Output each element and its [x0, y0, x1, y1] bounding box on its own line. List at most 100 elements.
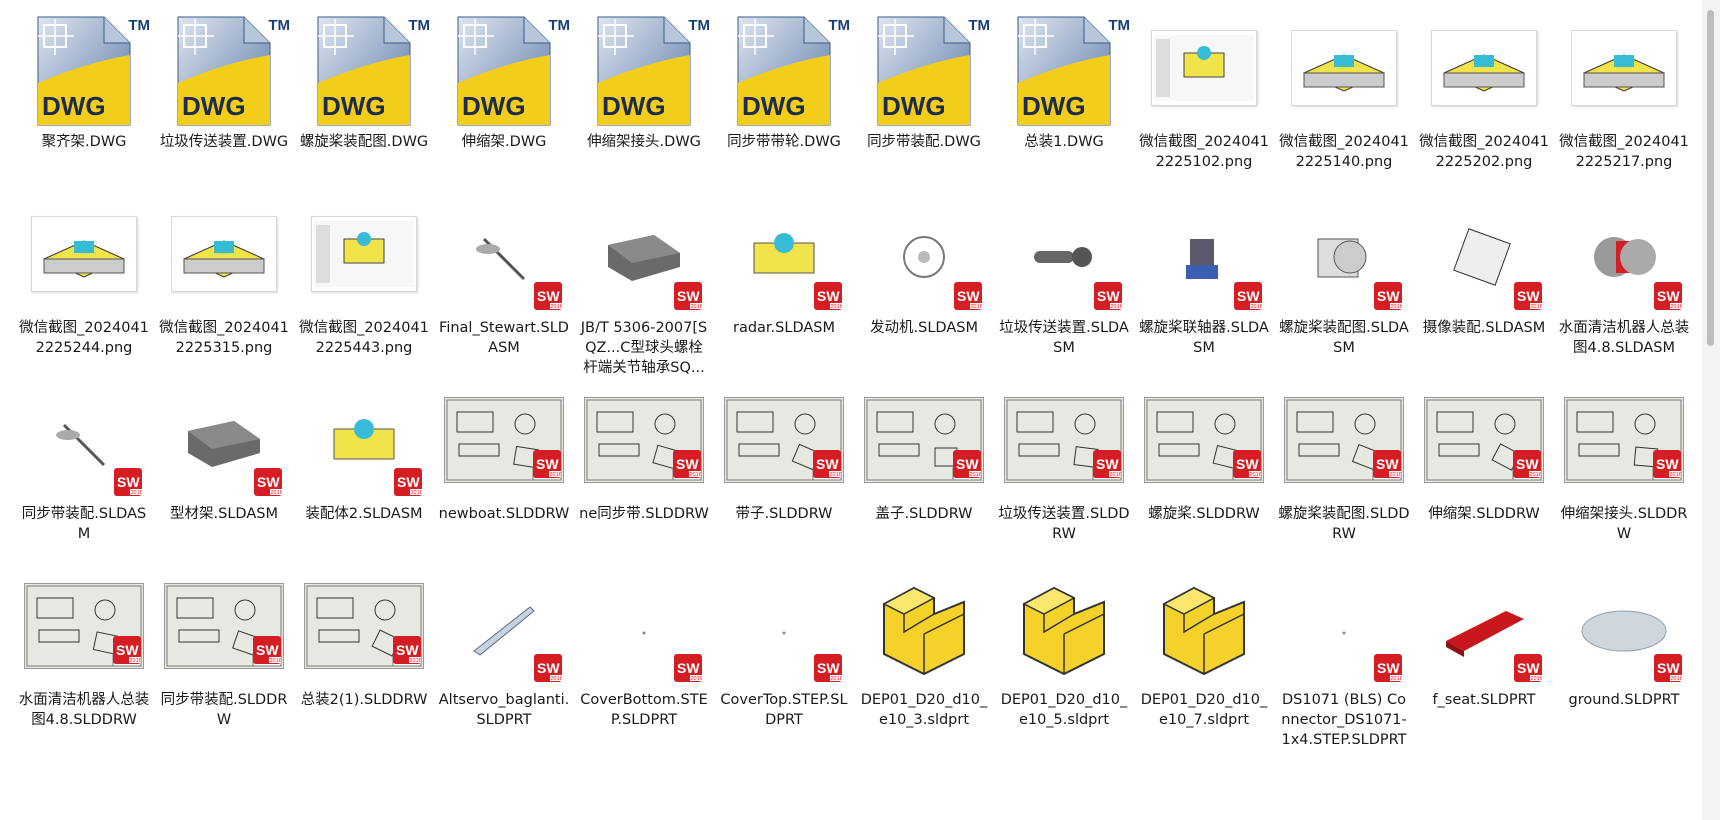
- file-item[interactable]: 微信截图_20240412225315.png: [154, 194, 294, 380]
- file-name: f_seat.SLDPRT: [1432, 692, 1536, 708]
- file-name: 螺旋桨装配图.SLDDRW: [1278, 506, 1410, 542]
- trademark-mark: TM: [128, 17, 150, 34]
- svg-text:SW: SW: [1376, 456, 1399, 472]
- file-name: 微信截图_20240412225217.png: [1559, 134, 1689, 170]
- image-thumbnail: [304, 194, 424, 314]
- svg-text:SW: SW: [1656, 456, 1679, 472]
- file-item[interactable]: DEP01_D20_d10_e10_7.sldprt: [1134, 566, 1274, 752]
- dwg-file-icon: DWG TM: [34, 15, 150, 127]
- file-name: CoverTop.STEP.SLDPRT: [720, 692, 848, 728]
- svg-text:DWG: DWG: [602, 91, 666, 121]
- svg-text:DWG: DWG: [322, 91, 386, 121]
- svg-text:2016: 2016: [831, 304, 843, 310]
- svg-text:2016: 2016: [1531, 676, 1543, 682]
- file-item[interactable]: DEP01_D20_d10_e10_3.sldprt: [854, 566, 994, 752]
- file-item[interactable]: 微信截图_20240412225217.png: [1554, 8, 1694, 194]
- trademark-mark: TM: [1108, 17, 1130, 34]
- file-name: DEP01_D20_d10_e10_7.sldprt: [1140, 692, 1268, 728]
- file-item[interactable]: DEP01_D20_d10_e10_5.sldprt: [994, 566, 1134, 752]
- svg-text:2016: 2016: [1671, 304, 1683, 310]
- file-item[interactable]: 微信截图_20240412225244.png: [14, 194, 154, 380]
- svg-text:2016: 2016: [1670, 472, 1682, 478]
- svg-text:DWG: DWG: [1022, 91, 1086, 121]
- file-name: JB/T 5306-2007[SQZ...C型球头螺栓杆端关节轴承SQ...: [580, 320, 708, 376]
- file-item[interactable]: 微信截图_20240412225443.png: [294, 194, 434, 380]
- svg-text:2016: 2016: [1251, 304, 1263, 310]
- file-item[interactable]: 微信截图_20240412225140.png: [1274, 8, 1414, 194]
- svg-text:SW: SW: [397, 474, 420, 490]
- file-name: 总装1.DWG: [1024, 134, 1104, 150]
- image-thumbnail: [164, 194, 284, 314]
- svg-text:2016: 2016: [130, 658, 142, 664]
- svg-text:2016: 2016: [691, 304, 703, 310]
- file-item[interactable]: DWG TM 总装1.DWG: [994, 8, 1134, 194]
- svg-text:DWG: DWG: [42, 91, 106, 121]
- svg-text:SW: SW: [677, 288, 700, 304]
- file-name: 螺旋桨.SLDDRW: [1148, 506, 1260, 522]
- svg-text:2016: 2016: [1391, 304, 1403, 310]
- trademark-mark: TM: [828, 17, 850, 34]
- svg-text:2016: 2016: [970, 472, 982, 478]
- file-name: 同步带装配.SLDDRW: [160, 692, 288, 728]
- svg-text:DWG: DWG: [742, 91, 806, 121]
- file-name: DS1071 (BLS) Connector_DS1071-1x4.STEP.S…: [1281, 692, 1407, 748]
- svg-text:SW: SW: [817, 288, 840, 304]
- file-item[interactable]: 微信截图_20240412225202.png: [1414, 8, 1554, 194]
- file-name: 同步带装配.DWG: [867, 134, 981, 150]
- scrollbar-thumb[interactable]: [1707, 10, 1714, 346]
- vertical-scrollbar[interactable]: [1702, 0, 1720, 820]
- file-item[interactable]: 微信截图_20240412225102.png: [1134, 8, 1274, 194]
